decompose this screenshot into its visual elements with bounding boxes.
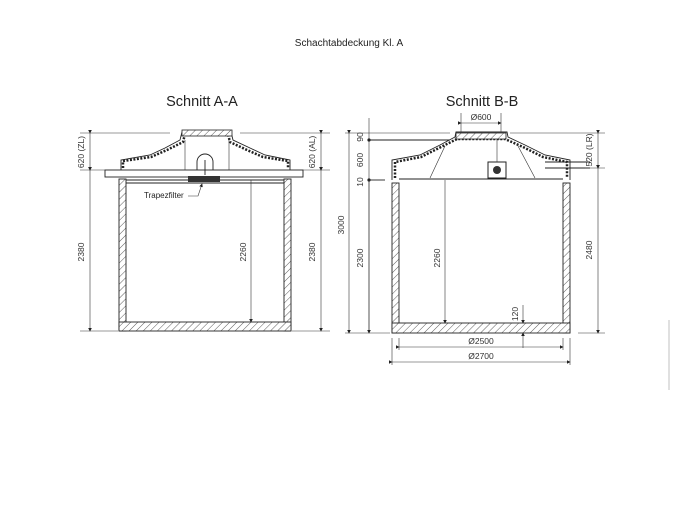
- svg-text:2300: 2300: [355, 248, 365, 267]
- tank-wall-right: [283, 178, 292, 332]
- svg-text:600: 600: [355, 153, 365, 167]
- section-a-a: Schnitt A-A Trapezfilter 620 (ZL): [76, 94, 330, 332]
- tank-floor: [391, 322, 571, 334]
- section-b-b: Schnitt B-B Ø600 3000: [336, 94, 605, 365]
- svg-text:2260: 2260: [238, 242, 248, 261]
- drawing-title: Schachtabdeckung Kl. A: [295, 38, 404, 49]
- tank-wall-right: [562, 182, 571, 334]
- svg-text:Ø2500: Ø2500: [468, 336, 494, 346]
- svg-text:120: 120: [510, 307, 520, 321]
- cover-plate: [181, 129, 233, 137]
- svg-text:620 (AL): 620 (AL): [307, 136, 317, 169]
- dome-outline: [391, 131, 571, 180]
- svg-text:3000: 3000: [336, 215, 346, 234]
- dome-outline: [120, 131, 291, 170]
- cover-plate: [455, 132, 507, 140]
- tank-wall-left: [118, 178, 127, 332]
- svg-text:2380: 2380: [307, 242, 317, 261]
- trapezfilter-label: Trapezfilter: [144, 191, 184, 200]
- svg-text:Ø600: Ø600: [471, 112, 492, 122]
- svg-text:620 (ZL): 620 (ZL): [76, 136, 86, 168]
- tank-floor: [118, 321, 292, 332]
- inlet-pipe: [196, 153, 214, 170]
- svg-text:2380: 2380: [76, 242, 86, 261]
- svg-text:2260: 2260: [432, 248, 442, 267]
- svg-text:Ø2700: Ø2700: [468, 351, 494, 361]
- section-b-title: Schnitt B-B: [446, 94, 519, 110]
- tank-wall-left: [391, 182, 400, 334]
- svg-text:2480: 2480: [584, 240, 594, 259]
- svg-text:10: 10: [355, 177, 365, 187]
- svg-text:520 (LR): 520 (LR): [584, 133, 594, 166]
- trapezfilter: [188, 176, 220, 182]
- section-a-title: Schnitt A-A: [166, 94, 238, 110]
- svg-text:90: 90: [355, 132, 365, 142]
- lid-flange: [104, 169, 304, 178]
